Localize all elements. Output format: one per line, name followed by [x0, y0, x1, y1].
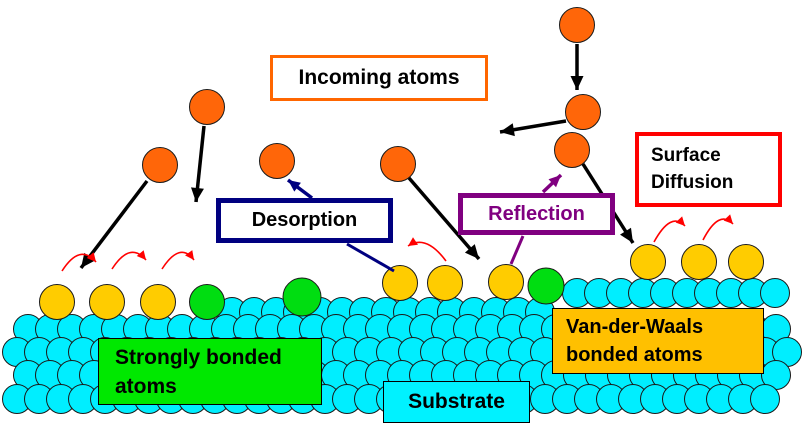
incoming-atom: [189, 89, 225, 125]
incoming-atoms-label: Incoming atoms: [298, 66, 460, 89]
van-der-waals-label-box: Van-der-Waals bonded atoms: [552, 308, 764, 374]
strongly-bonded-atom: [527, 267, 565, 305]
incoming-atom: [259, 143, 295, 179]
strongly-bonded-label-line2: atoms: [115, 375, 177, 398]
substrate-atom: [750, 384, 780, 414]
diffusion-hop-arrow: [111, 250, 147, 270]
substrate-label: Substrate: [408, 390, 505, 413]
weakly-bonded-atom: [488, 264, 524, 300]
trajectory-arrow: [79, 179, 149, 270]
substrate-atom: [760, 278, 790, 308]
diffusion-hop-arrow: [653, 216, 686, 243]
diffusion-hop-arrow: [407, 237, 447, 262]
reflection-arrow: [541, 173, 563, 194]
weakly-bonded-atom: [140, 284, 176, 320]
incoming-atoms: [142, 7, 601, 183]
diffusion-hop-arrow: [161, 250, 195, 270]
trajectory-arrow: [407, 176, 481, 261]
trajectory-arrow: [499, 119, 567, 137]
van-der-waals-label-line2: bonded atoms: [566, 344, 703, 366]
reflection-arrows: [509, 173, 563, 265]
incoming-atom: [554, 132, 590, 168]
desorption-label-box: Desorption: [216, 198, 393, 243]
strongly-bonded-atom: [282, 277, 322, 317]
surface-diffusion-label-line1: Surface: [651, 145, 721, 166]
diffusion-hop-arrows: [61, 214, 734, 272]
incoming-atoms-label-box: Incoming atoms: [270, 55, 488, 101]
weakly-bonded-atom: [382, 265, 418, 301]
weakly-bonded-atom: [39, 284, 75, 320]
weakly-bonded-atom: [630, 244, 666, 280]
weakly-bonded-atom: [89, 284, 125, 320]
reflection-callout-line: [509, 235, 525, 265]
reflection-label: Reflection: [488, 203, 585, 225]
reflection-label-box: Reflection: [458, 193, 615, 235]
strongly-bonded-label-line1: Strongly bonded: [115, 346, 282, 369]
van-der-waals-label-line1: Van-der-Waals: [566, 316, 704, 338]
desorption-callout-line: [346, 242, 395, 273]
trajectory-arrow: [191, 125, 206, 203]
weakly-bonded-atom: [681, 244, 717, 280]
surface-diffusion-label-line2: Diffusion: [651, 172, 734, 193]
incoming-atom: [565, 94, 601, 130]
substrate-label-box: Substrate: [383, 381, 530, 423]
strongly-bonded-atom: [189, 284, 225, 320]
weakly-bonded-atoms: [39, 244, 764, 320]
weakly-bonded-atom: [427, 265, 463, 301]
strongly-bonded-atoms: [189, 267, 565, 320]
desorption-arrow: [286, 178, 314, 200]
incoming-atom: [142, 147, 178, 183]
diffusion-hop-arrow: [61, 252, 97, 272]
diffusion-hop-arrow: [702, 214, 734, 241]
strongly-bonded-label-box: Strongly bonded atoms: [98, 338, 322, 405]
desorption-arrows: [286, 178, 395, 273]
incoming-atom: [559, 7, 595, 43]
surface-diffusion-label-box: Surface Diffusion: [635, 132, 782, 207]
incoming-atom: [380, 146, 416, 182]
desorption-label: Desorption: [251, 209, 358, 231]
weakly-bonded-atom: [728, 244, 764, 280]
